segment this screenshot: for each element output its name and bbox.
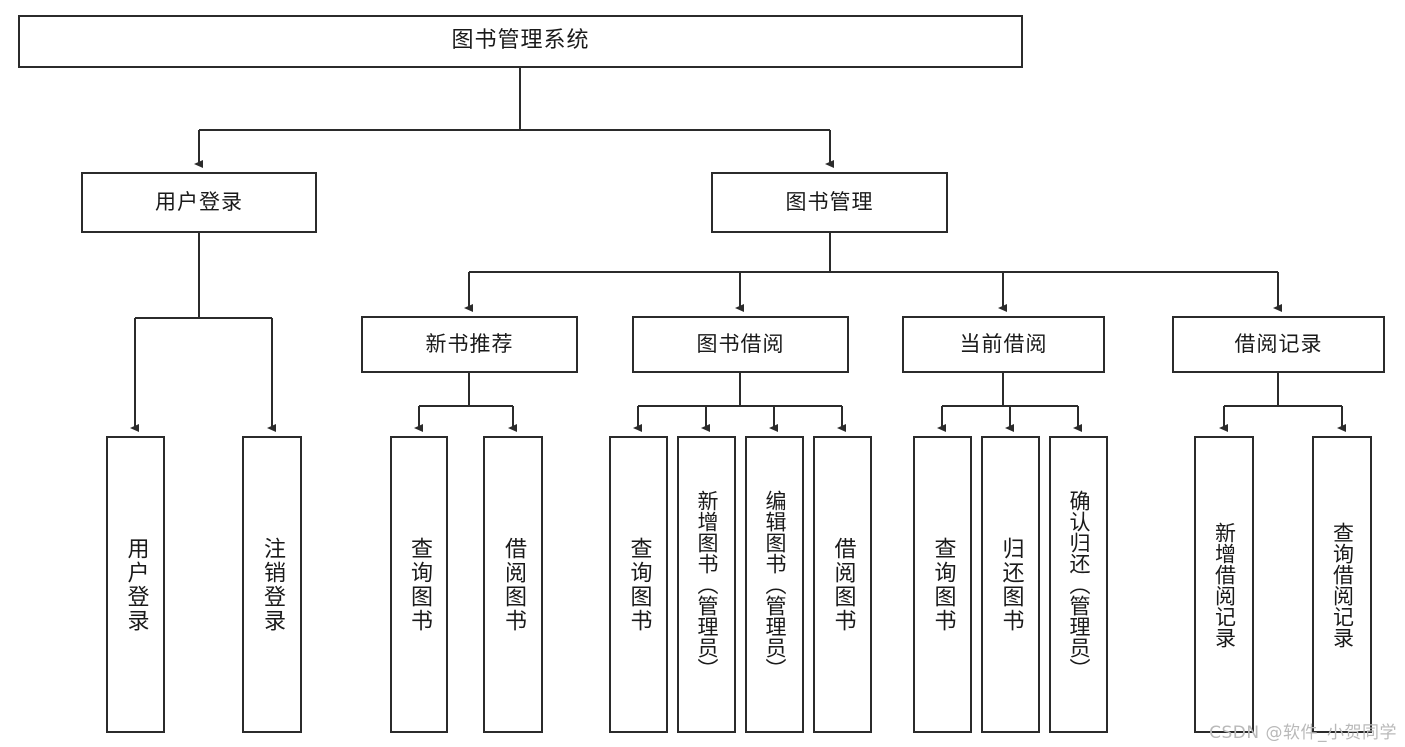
node-label: 注销登录 (259, 536, 285, 633)
leaf-new-book-query[interactable]: 查询图书 (390, 436, 448, 733)
node-root-library-system[interactable]: 图书管理系统 (18, 15, 1023, 68)
node-label: 归还图书 (998, 536, 1024, 633)
node-label: 借阅图书 (500, 536, 526, 633)
node-label: 图书管理 (785, 189, 874, 214)
leaf-book-borrow-edit-admin[interactable]: 编辑图书（管理员） (745, 436, 804, 733)
leaf-user-login-logout[interactable]: 注销登录 (242, 436, 302, 733)
node-current-borrow[interactable]: 当前借阅 (902, 316, 1105, 373)
leaf-book-borrow-query[interactable]: 查询图书 (609, 436, 668, 733)
node-label: 查询图书 (406, 536, 432, 633)
node-label: 查询借阅记录 (1330, 521, 1355, 648)
node-label: 用户登录 (155, 189, 243, 214)
leaf-borrow-record-add[interactable]: 新增借阅记录 (1194, 436, 1254, 733)
node-book-management[interactable]: 图书管理 (711, 172, 948, 233)
watermark-text: CSDN @软件_小贺同学 (1209, 723, 1397, 743)
node-label: 借阅记录 (1234, 331, 1323, 356)
node-label: 查询图书 (930, 536, 956, 633)
node-label: 编辑图书（管理员） (763, 490, 788, 679)
node-borrow-record[interactable]: 借阅记录 (1172, 316, 1385, 373)
leaf-current-borrow-confirm-admin[interactable]: 确认归还（管理员） (1049, 436, 1108, 733)
node-label: 用户登录 (123, 536, 149, 633)
node-book-borrow[interactable]: 图书借阅 (632, 316, 849, 373)
node-label: 新增图书（管理员） (695, 490, 720, 679)
leaf-borrow-record-query[interactable]: 查询借阅记录 (1312, 436, 1372, 733)
node-label: 当前借阅 (959, 331, 1048, 356)
node-label: 新书推荐 (425, 331, 514, 356)
node-user-login[interactable]: 用户登录 (81, 172, 317, 233)
leaf-current-borrow-query[interactable]: 查询图书 (913, 436, 972, 733)
node-label: 查询图书 (626, 536, 652, 633)
leaf-user-login-login[interactable]: 用户登录 (106, 436, 165, 733)
node-label: 图书管理系统 (451, 28, 590, 54)
leaf-book-borrow-borrow[interactable]: 借阅图书 (813, 436, 872, 733)
node-label: 图书借阅 (696, 331, 785, 356)
node-new-book-recommend[interactable]: 新书推荐 (361, 316, 578, 373)
leaf-current-borrow-return[interactable]: 归还图书 (981, 436, 1040, 733)
leaf-book-borrow-add-admin[interactable]: 新增图书（管理员） (677, 436, 736, 733)
node-label: 新增借阅记录 (1212, 521, 1237, 648)
node-label: 确认归还（管理员） (1067, 490, 1092, 679)
node-label: 借阅图书 (830, 536, 856, 633)
leaf-new-book-borrow[interactable]: 借阅图书 (483, 436, 543, 733)
